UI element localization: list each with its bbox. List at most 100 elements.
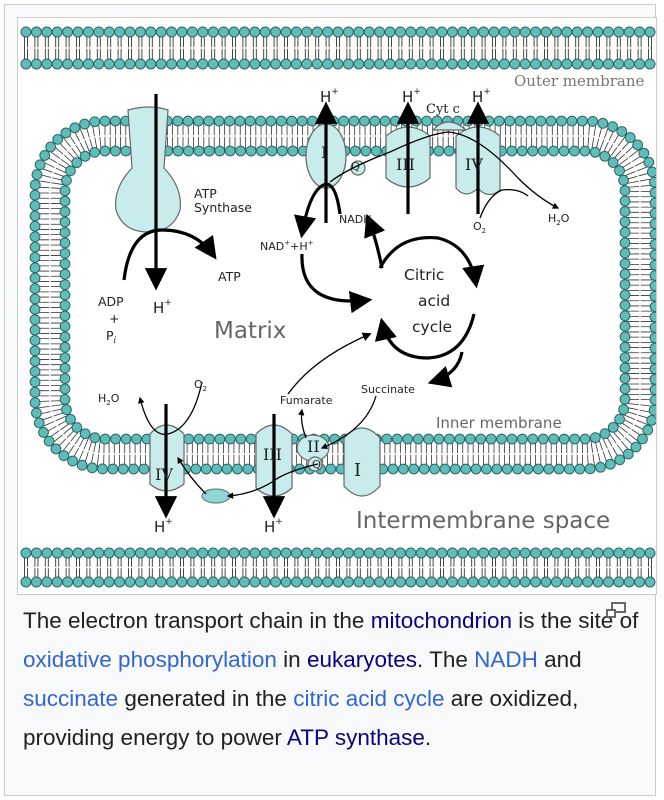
lipid-head bbox=[155, 58, 167, 70]
lipid-head bbox=[193, 145, 205, 157]
lipid-head bbox=[79, 428, 91, 440]
lipid-head bbox=[488, 547, 500, 559]
lipid-head bbox=[649, 332, 656, 344]
lipid-head bbox=[561, 547, 573, 559]
lipid-head bbox=[59, 279, 71, 291]
lipid-head bbox=[20, 26, 32, 38]
lipid-head bbox=[509, 547, 521, 559]
lipid-head bbox=[618, 404, 629, 415]
citric-cycle-arrow-1 bbox=[378, 235, 485, 289]
lipid-head bbox=[394, 547, 406, 559]
lipid-head bbox=[623, 26, 635, 38]
lipid-head bbox=[446, 547, 458, 559]
lipid-head bbox=[525, 115, 536, 127]
lipid-head bbox=[569, 145, 580, 157]
lipid-head bbox=[138, 463, 150, 475]
lipid-head bbox=[29, 231, 41, 243]
lipid-head bbox=[470, 463, 482, 475]
caption-link-eukaryotes[interactable]: eukaryotes bbox=[306, 647, 417, 672]
lipid-head bbox=[301, 26, 313, 38]
lipid-head bbox=[256, 145, 267, 157]
lipid-head bbox=[649, 321, 656, 333]
lipid-head bbox=[29, 324, 41, 336]
lipid-head bbox=[519, 576, 531, 588]
lipid-head bbox=[613, 58, 625, 70]
lipid-head bbox=[332, 26, 344, 38]
lipid-head bbox=[61, 175, 72, 186]
lipid-head bbox=[59, 300, 71, 311]
caption-link-citric-acid-cycle[interactable]: citric acid cycle bbox=[293, 686, 445, 711]
lipid-head bbox=[103, 547, 115, 559]
lipid-head bbox=[69, 122, 81, 134]
lipid-head bbox=[103, 58, 115, 70]
electron-flow-bottom bbox=[226, 463, 319, 499]
h-plus-complex-IV-bottom: H+ bbox=[154, 517, 173, 536]
lipid-head bbox=[561, 58, 573, 70]
lipid-head bbox=[61, 404, 72, 416]
lipid-head bbox=[527, 145, 539, 157]
lipid-head bbox=[571, 26, 583, 38]
lipid-head bbox=[556, 115, 567, 127]
lipid-head bbox=[183, 433, 194, 445]
enlarge-icon[interactable] bbox=[605, 601, 627, 619]
lipid-head bbox=[571, 576, 583, 588]
lipid-head bbox=[290, 576, 302, 588]
lipid-head bbox=[29, 262, 41, 274]
lipid-head bbox=[82, 576, 94, 588]
lipid-head bbox=[166, 576, 178, 588]
lipid-head bbox=[649, 207, 656, 219]
electron-flow-top bbox=[329, 131, 560, 209]
lipid-head bbox=[124, 26, 136, 38]
lipid-head bbox=[569, 433, 580, 445]
lipid-head bbox=[59, 216, 71, 228]
diagram-image[interactable]: Outer membrane Inner membrane Matrix Int… bbox=[17, 17, 657, 595]
lipid-head bbox=[634, 58, 646, 70]
lipid-head bbox=[394, 26, 406, 38]
lipid-head bbox=[530, 547, 542, 559]
lipid-head bbox=[405, 547, 417, 559]
lipid-head bbox=[131, 433, 142, 445]
lipid-head bbox=[114, 547, 126, 559]
lipid-head bbox=[467, 547, 479, 559]
lipid-head bbox=[51, 576, 63, 588]
lipid-head bbox=[512, 463, 523, 475]
lipid-head bbox=[59, 206, 71, 218]
lipid-head bbox=[619, 216, 631, 228]
lipid-head bbox=[619, 362, 631, 374]
caption-text: and bbox=[537, 647, 582, 672]
caption-link-nadh[interactable]: NADH bbox=[474, 647, 538, 672]
plus-label: + bbox=[109, 311, 119, 326]
lipid-head bbox=[582, 58, 594, 70]
lipid-head bbox=[93, 58, 105, 70]
citric-acid-cycle-label-3: cycle bbox=[412, 318, 452, 336]
lipid-head bbox=[589, 432, 601, 444]
lipid-head bbox=[20, 58, 32, 70]
lipid-head bbox=[550, 547, 562, 559]
lipid-head bbox=[457, 58, 469, 70]
caption-link-oxidative-phosphorylation[interactable]: oxidative phosphorylation bbox=[23, 647, 277, 672]
lipid-head bbox=[145, 547, 157, 559]
lipid-head bbox=[228, 58, 240, 70]
lipid-head bbox=[369, 115, 381, 127]
lipid-head bbox=[353, 576, 365, 588]
lipid-head bbox=[619, 206, 631, 217]
lipid-head bbox=[120, 145, 132, 157]
lipid-head bbox=[67, 455, 79, 467]
caption-link-atp-synthase[interactable]: ATP synthase bbox=[286, 725, 425, 750]
matrix-label: Matrix bbox=[214, 318, 286, 344]
lipid-head bbox=[287, 145, 299, 157]
lipid-head bbox=[597, 117, 609, 129]
atp-synthase-label-2: Synthase bbox=[194, 200, 252, 215]
h-plus-complex-III: H+ bbox=[402, 87, 421, 106]
lipid-head bbox=[619, 226, 631, 238]
lipid-head bbox=[619, 237, 631, 249]
lipid-head bbox=[62, 58, 74, 70]
inner-membrane-label: Inner membrane bbox=[436, 414, 562, 432]
lipid-head bbox=[446, 26, 458, 38]
lipid-head bbox=[481, 463, 492, 475]
caption-link-mitochondrion[interactable]: mitochondrion bbox=[370, 608, 513, 633]
lipid-head bbox=[478, 26, 490, 38]
lipid-head bbox=[584, 463, 596, 475]
caption-link-succinate[interactable]: succinate bbox=[23, 686, 119, 711]
lipid-head bbox=[52, 133, 64, 145]
